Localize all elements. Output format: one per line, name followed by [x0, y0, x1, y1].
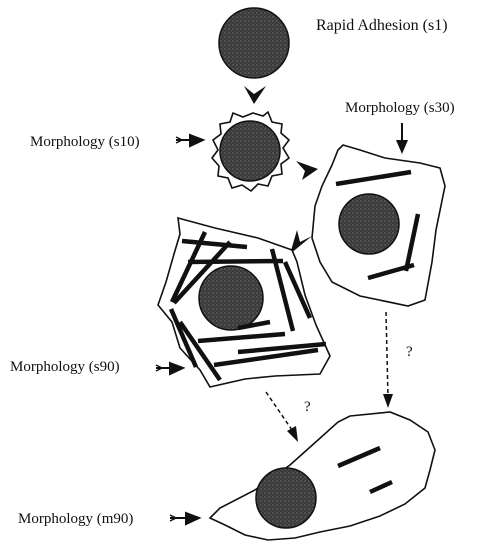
- label-morphology-s10: Morphology (s10): [30, 134, 140, 151]
- cell-s30: [312, 145, 445, 306]
- label-morphology-s90: Morphology (s90): [10, 359, 120, 376]
- question-mark-s90-to-m90: ?: [304, 399, 311, 416]
- label-morphology-s30: Morphology (s30): [345, 100, 455, 117]
- arrow-s10-to-s30: [296, 161, 318, 180]
- cell-m90: [210, 412, 435, 540]
- pointer-arrow-s90: [156, 363, 183, 374]
- arrow-s30-to-m90: [383, 312, 393, 408]
- label-morphology-m90: Morphology (m90): [18, 511, 133, 528]
- pointer-arrow-m90: [170, 513, 199, 524]
- arrow-s1-to-s10: [244, 86, 266, 104]
- cell-s1: [219, 8, 289, 78]
- question-mark-s30-to-m90: ?: [406, 344, 413, 361]
- pointer-arrow-s30: [396, 123, 408, 154]
- cell-s10: [212, 112, 289, 191]
- pointer-arrow-s10: [176, 135, 203, 146]
- arrow-s90-to-m90: [266, 392, 298, 442]
- arrow-s30-to-s90: [290, 230, 312, 254]
- label-rapid-adhesion-s1: Rapid Adhesion (s1): [316, 17, 448, 35]
- cell-s90: [158, 218, 330, 387]
